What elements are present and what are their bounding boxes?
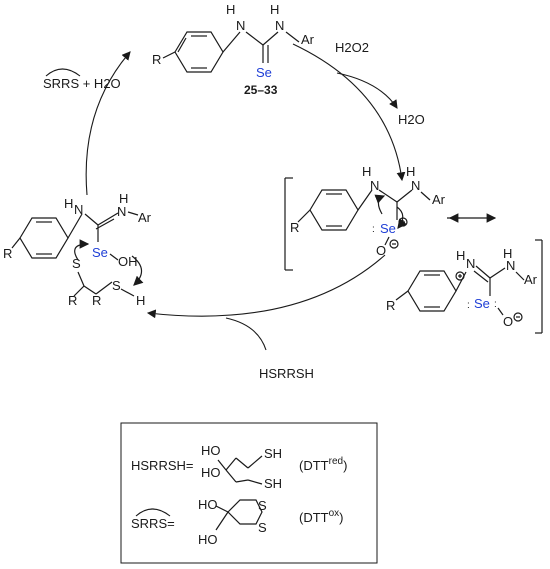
benzene-ring <box>174 31 224 73</box>
h-label: H <box>503 246 512 261</box>
negative-charge-icon <box>513 312 523 322</box>
r-label: R <box>68 293 77 308</box>
lone-pair-dots: : <box>494 299 497 310</box>
n-label: N <box>236 18 245 33</box>
aryl-label: Ar <box>301 32 315 47</box>
electron-push-arrow <box>131 255 144 286</box>
hydroxyl-label: HO <box>201 465 221 480</box>
srrs-h2o-label: SRRS + H2O <box>43 76 121 91</box>
sulfur-label: S <box>258 498 267 513</box>
lone-pair-dots: : <box>467 300 470 311</box>
cycle-arrow-release <box>85 51 131 196</box>
positive-charge-icon <box>455 271 465 281</box>
electron-push-arrow <box>396 206 407 229</box>
compound-number-label: 25–33 <box>244 83 278 97</box>
benzene-ring <box>407 270 457 312</box>
selenenic-acid-intermediate: R H N H N Ar Se OH S R R S H <box>3 191 152 308</box>
h-label: H <box>136 293 145 308</box>
hydroxyl-label: OH <box>118 254 138 269</box>
r-group-label: R <box>386 298 395 313</box>
selenoxide-resonance-form-2: R H N H N Ar : Se : O <box>386 246 538 329</box>
negative-charge-icon <box>389 239 399 249</box>
hsrrsh-label: HSRRSH <box>259 366 314 381</box>
dtt-ox-label: (DTTox) <box>299 508 344 525</box>
hsrrsh-input-arc <box>225 317 267 351</box>
n-label: N <box>74 202 83 217</box>
cycle-arrow-reduction <box>146 254 386 319</box>
srrs-legend-label: SRRS= <box>131 516 175 531</box>
dithiane-ring <box>227 499 263 525</box>
h-label: H <box>64 196 73 211</box>
h-label: H <box>226 2 235 17</box>
hydroxyl-label: HO <box>201 443 221 458</box>
h2o-out-label: H2O <box>398 112 425 127</box>
h-label: H <box>119 191 128 206</box>
selenourea-compound: R H N Se H N Ar <box>152 2 315 80</box>
dtt-oxidized-structure: HO HO S S <box>198 497 267 547</box>
cycle-arrow-oxidation <box>292 43 406 182</box>
aryl-label: Ar <box>524 272 538 287</box>
dtt-reduced-structure: HO HO SH SH <box>201 443 282 491</box>
n-label: N <box>506 258 515 273</box>
electron-push-arrow <box>374 194 386 215</box>
n-label: N <box>466 256 475 271</box>
selenium-label: Se <box>474 296 490 311</box>
aryl-label: Ar <box>432 192 446 207</box>
n-label: N <box>370 178 379 193</box>
thiol-label: SH <box>264 446 282 461</box>
h2o2-label: H2O2 <box>335 40 369 55</box>
h-label: H <box>456 248 465 263</box>
selenium-label: Se <box>256 65 272 80</box>
h-label: H <box>362 164 371 179</box>
hydroxyl-label: HO <box>198 497 218 512</box>
benzene-ring <box>309 189 359 231</box>
n-label: N <box>117 204 126 219</box>
legend-box <box>120 422 378 564</box>
sulfur-label: S <box>112 278 121 293</box>
oxygen-label: O <box>376 243 386 258</box>
disulfide-arc <box>135 508 171 517</box>
r-group-label: R <box>152 52 161 67</box>
n-label: N <box>411 178 420 193</box>
thiol-label: SH <box>264 476 282 491</box>
h-label: H <box>406 164 415 179</box>
aryl-label: Ar <box>138 210 152 225</box>
n-label: N <box>275 18 284 33</box>
benzene-ring <box>19 217 69 259</box>
sulfur-label: S <box>72 256 81 271</box>
hsrrsh-legend-label: HSRRSH= <box>131 458 194 473</box>
h2o-release-arrow <box>336 72 398 109</box>
r-group-label: R <box>3 246 12 261</box>
h-label: H <box>270 2 279 17</box>
hydroxyl-label: HO <box>198 532 218 547</box>
r-group-label: R <box>290 220 299 235</box>
dtt-red-label: (DTTred) <box>299 456 347 473</box>
lone-pair-dots: : <box>372 224 375 235</box>
oxygen-label: O <box>503 314 513 329</box>
disulfide-arc <box>45 68 81 77</box>
sulfur-label: S <box>258 520 267 535</box>
selenoxide-resonance-form-1: R H N H N Ar Se : O <box>290 164 446 258</box>
selenium-label: Se <box>92 245 108 260</box>
electron-push-arrow <box>74 239 90 261</box>
selenium-label: Se <box>380 221 396 236</box>
r-label: R <box>92 293 101 308</box>
